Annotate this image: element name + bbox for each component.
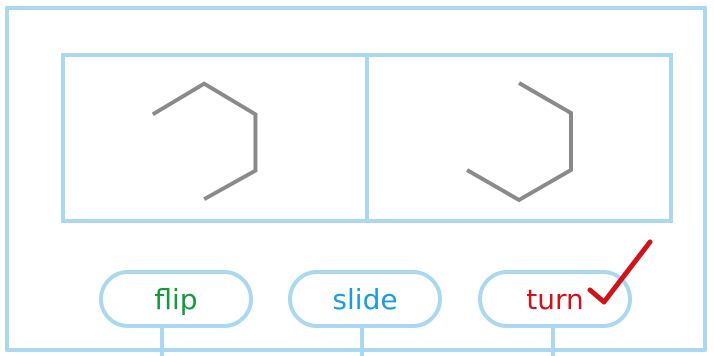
panel-before [65, 57, 365, 219]
option-turn-label: turn [526, 282, 584, 316]
option-flip-label: flip [154, 282, 198, 316]
open-hexagon-before [151, 81, 258, 201]
stem-slide [360, 328, 364, 356]
shape-outline [466, 81, 573, 203]
open-hexagon-after [466, 81, 573, 203]
option-slide-label: slide [332, 282, 398, 316]
option-slide-button[interactable]: slide [288, 270, 442, 328]
panel-after [365, 57, 669, 219]
checkmark-stroke [587, 239, 653, 305]
checkmark-icon [587, 239, 653, 305]
worksheet-frame [5, 6, 707, 352]
shape-panels [61, 53, 673, 223]
option-flip-button[interactable]: flip [99, 270, 253, 328]
stem-turn [551, 328, 555, 356]
shape-outline [151, 81, 258, 201]
stem-flip [160, 328, 164, 356]
